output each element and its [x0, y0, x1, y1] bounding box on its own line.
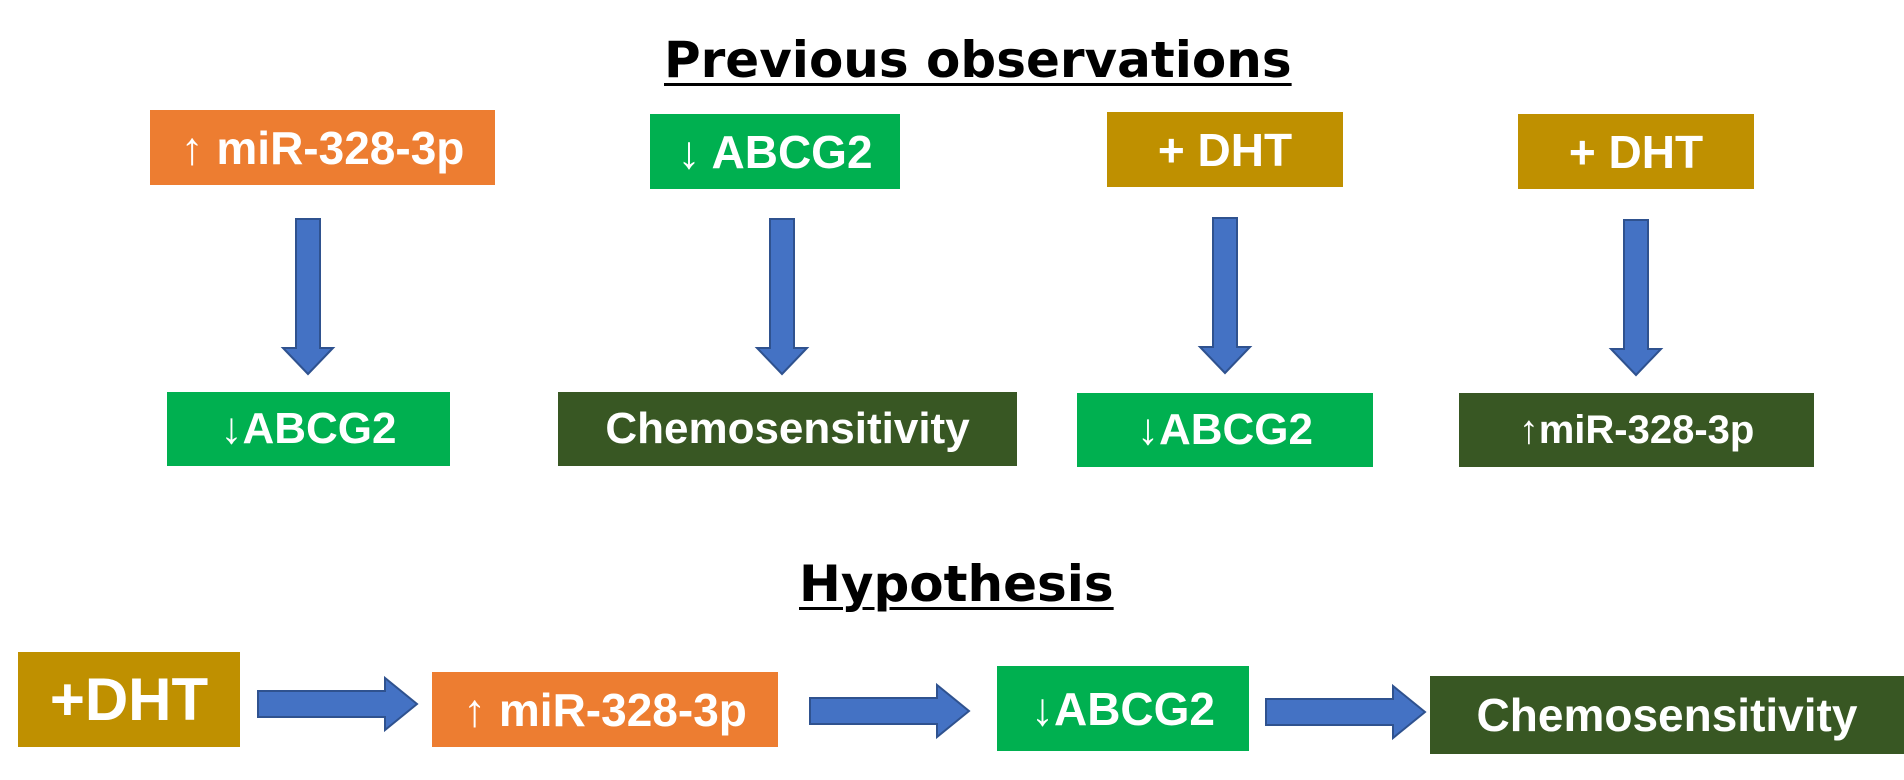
hypothesis-heading: Hypothesis	[799, 555, 1114, 613]
hypothesis-step-mir: ↑ miR-328-3p	[432, 672, 778, 747]
hypothesis-step-chemosensitivity: Chemosensitivity	[1430, 676, 1904, 754]
right-arrow-1	[257, 675, 419, 733]
down-arrow-3	[1197, 217, 1253, 375]
observation-1-cause: ↑ miR-328-3p	[150, 110, 495, 185]
right-arrow-2	[809, 682, 971, 740]
hypothesis-step-abcg2: ↓ABCG2	[997, 666, 1249, 751]
observation-1-effect: ↓ABCG2	[167, 392, 450, 466]
down-arrow-4	[1608, 219, 1664, 377]
down-arrow-1	[280, 218, 336, 376]
right-arrow-3	[1265, 683, 1427, 741]
previous-observations-heading: Previous observations	[664, 31, 1292, 89]
observation-4-cause: + DHT	[1518, 114, 1754, 189]
observation-3-effect: ↓ABCG2	[1077, 393, 1373, 467]
hypothesis-step-dht: +DHT	[18, 652, 240, 747]
down-arrow-2	[754, 218, 810, 376]
observation-2-effect: Chemosensitivity	[558, 392, 1017, 466]
observation-4-effect: ↑miR-328-3p	[1459, 393, 1814, 467]
observation-3-cause: + DHT	[1107, 112, 1343, 187]
observation-2-cause: ↓ ABCG2	[650, 114, 900, 189]
